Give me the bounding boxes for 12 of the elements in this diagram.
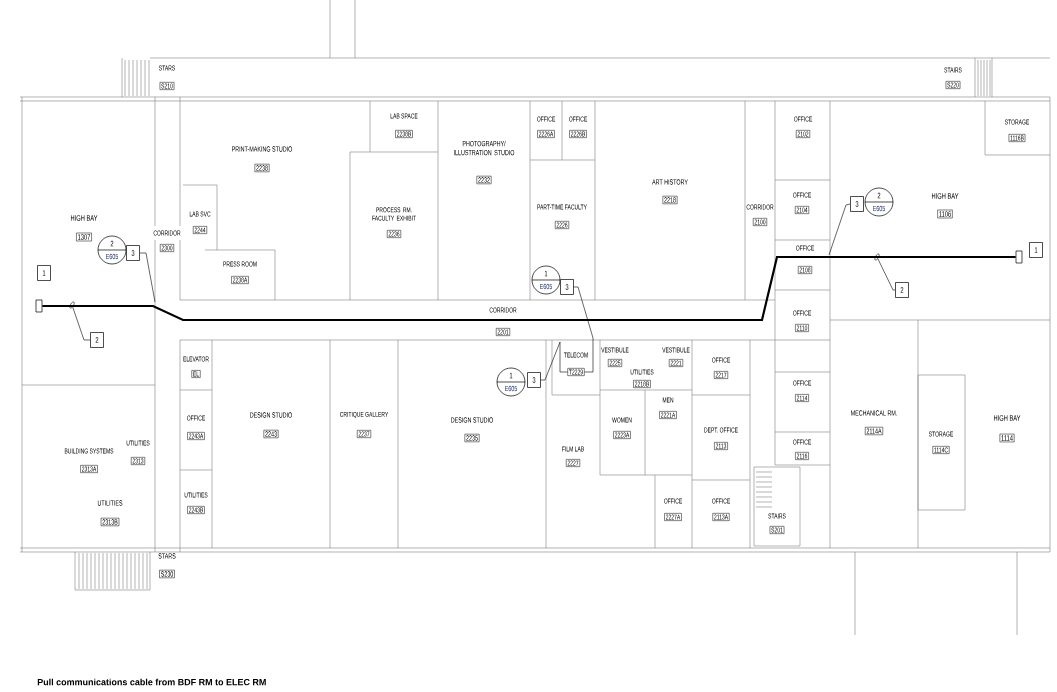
leader-line <box>540 341 568 381</box>
cable-line <box>42 255 1016 322</box>
leader-line <box>139 252 156 303</box>
leader-line <box>828 203 851 256</box>
splice-mark <box>69 301 75 309</box>
leader-line <box>72 306 91 341</box>
end-marker <box>1015 250 1023 264</box>
end-marker <box>35 299 43 313</box>
leader-line <box>573 286 594 373</box>
caption: Pull communications cable from BDF RM to ELEC RM <box>37 678 266 686</box>
splice-mark <box>874 253 880 261</box>
leader-line <box>877 258 896 291</box>
